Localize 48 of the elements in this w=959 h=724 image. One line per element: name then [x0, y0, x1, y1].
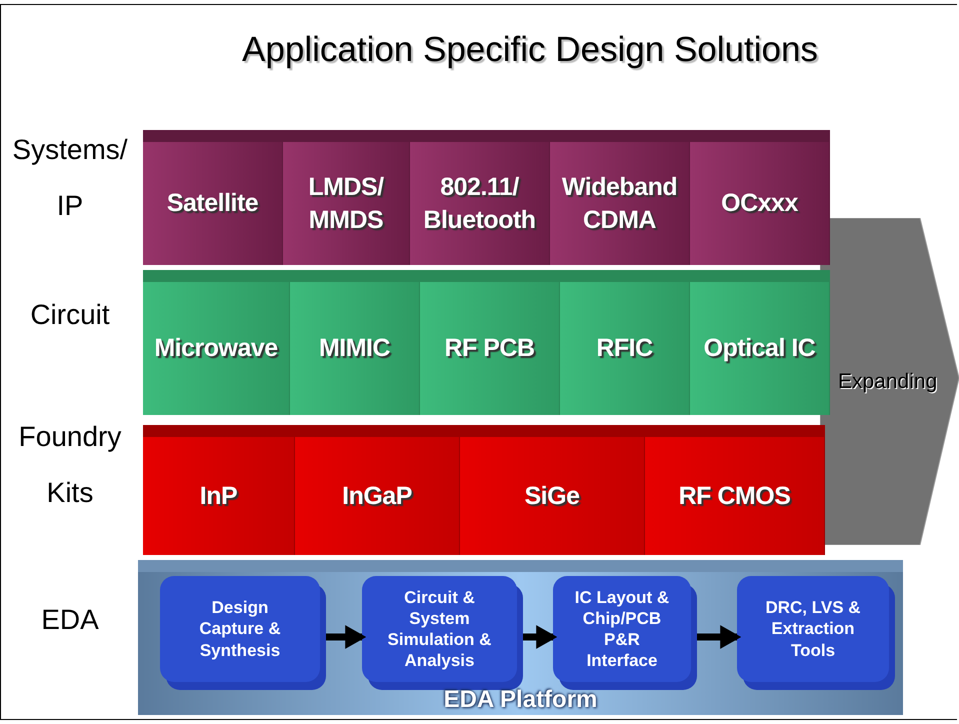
platform-label: EDA Platform [442, 686, 598, 713]
foundry-block [143, 425, 295, 555]
system-block [410, 130, 550, 265]
process-box [553, 576, 691, 682]
row-label: Circuit [29, 298, 111, 332]
system-block [283, 130, 410, 265]
arrow-label: Expanding [837, 370, 938, 394]
circuit-block [560, 270, 690, 415]
block-label: RF CMOS [678, 480, 790, 512]
expanding-arrow [820, 218, 959, 545]
block-label: RF PCB [444, 333, 535, 364]
block-label: Satellite [166, 188, 258, 220]
system-block [550, 130, 690, 265]
block-label: 802.11/ Bluetooth [422, 172, 537, 236]
block-label: Design Capture & Synthesis [198, 597, 282, 661]
block-label: SiGe [524, 480, 580, 512]
block-label: InP [200, 480, 238, 512]
arrow [523, 625, 558, 649]
circuit-block [420, 270, 560, 415]
block-label: MIMIC [318, 333, 390, 364]
row-label: Systems/ IP [11, 133, 129, 223]
block-label: IC Layout & Chip/PCB P&R Interface [574, 586, 670, 672]
block-label: Wideband CDMA [560, 172, 678, 236]
block-label: OCxxx [721, 188, 798, 220]
block-label: RFIC [596, 333, 653, 364]
foundry-block [295, 425, 460, 555]
process-box [737, 576, 889, 682]
row-label: Foundry Kits [18, 420, 122, 510]
arrow [326, 625, 366, 649]
process-box [160, 576, 320, 682]
block-label: InGaP [342, 480, 412, 512]
block-label: Circuit & System Simulation & Analysis [386, 586, 492, 672]
block-label: Optical IC [704, 333, 816, 364]
process-box [362, 576, 517, 682]
circuit-block [690, 270, 830, 415]
block-label: DRC, LVS & Extraction Tools [764, 597, 862, 661]
circuit-block [290, 270, 420, 415]
row-label: EDA [40, 603, 100, 637]
block-label: LMDS/ MMDS [307, 172, 385, 236]
foundry-block [460, 425, 645, 555]
block-label: Microwave [154, 333, 278, 364]
system-block [690, 130, 830, 265]
system-block [143, 130, 283, 265]
title: Application Specific Design Solutions [241, 30, 819, 70]
circuit-block [143, 270, 290, 415]
foundry-block [645, 425, 825, 555]
arrow [697, 625, 742, 649]
platform-band [138, 560, 903, 715]
